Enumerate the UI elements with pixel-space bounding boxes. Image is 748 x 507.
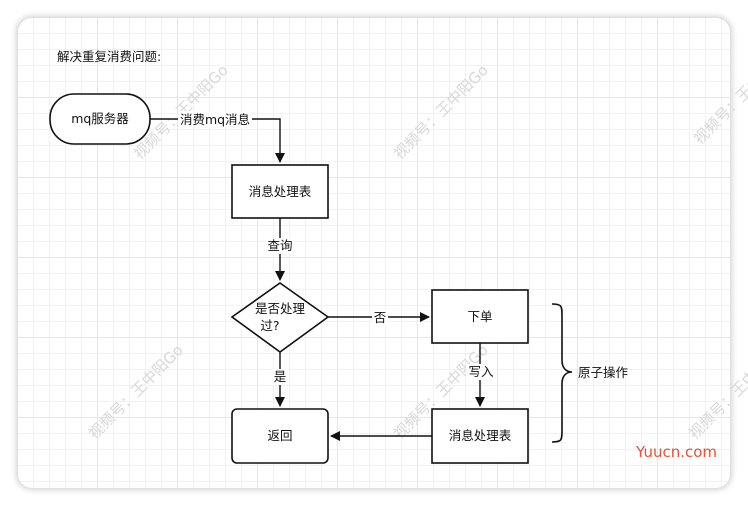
mq-server-label: mq服务器	[71, 111, 129, 126]
edge-yes-label-bg	[272, 369, 288, 385]
return-label: 返回	[267, 428, 292, 443]
msg-table-bottom-label: 消息处理表	[449, 428, 512, 443]
site-mark: Yuucn.com	[635, 443, 717, 461]
edge-consume-label-bg	[178, 111, 252, 127]
watermark-text: 视频号：王中阳Go	[390, 61, 492, 163]
watermark-text: 视频号：王中阳Go	[685, 341, 748, 443]
return-node	[231, 408, 329, 464]
edge-no-label: 否	[374, 310, 387, 325]
atomic-brace	[551, 303, 573, 443]
msg-table-top-label: 消息处理表	[249, 184, 312, 199]
place-order-label: 下单	[467, 309, 492, 324]
edge-write-label: 写入	[468, 364, 494, 379]
msg-table-bottom-node	[431, 408, 529, 464]
edge-write-label-bg	[466, 364, 496, 380]
decision-label-line1: 是否处理	[255, 301, 306, 316]
edge-query-label-bg	[266, 238, 294, 254]
edge-query-label: 查询	[267, 238, 292, 253]
watermarks: 视频号：王中阳Go 视频号：王中阳Go 视频号：王中阳Go 视频号：王中阳Go …	[85, 46, 748, 443]
edge-no-label-bg	[372, 310, 388, 326]
edge-yes-label: 是	[274, 369, 287, 384]
diagram-title: 解决重复消费问题:	[57, 49, 161, 64]
decision-node	[230, 282, 330, 353]
decision-label-line2: 过?	[260, 318, 279, 333]
place-order-node	[431, 289, 529, 344]
watermark-text: 视频号：王中阳Go	[690, 46, 748, 148]
edge-consume-label: 消费mq消息	[180, 112, 250, 127]
watermark-text: 视频号：王中阳Go	[85, 341, 187, 443]
atomic-label: 原子操作	[578, 365, 629, 380]
